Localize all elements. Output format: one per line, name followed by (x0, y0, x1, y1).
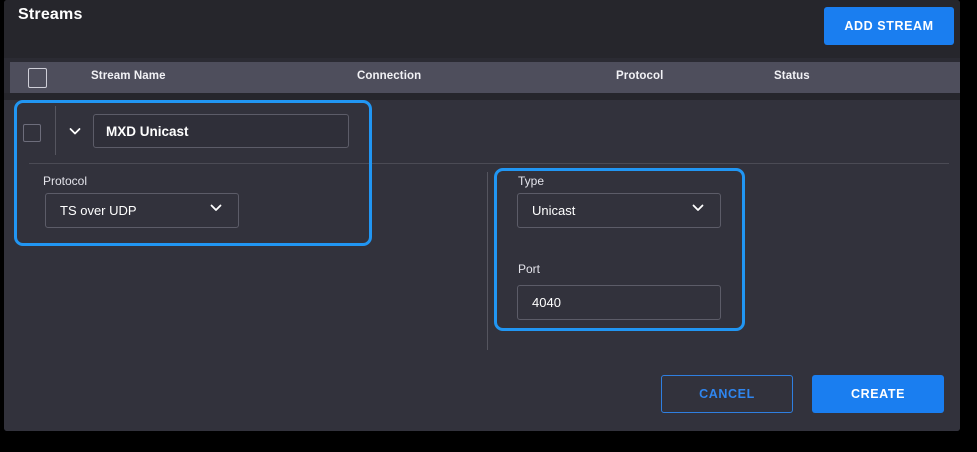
chevron-down-icon (208, 194, 224, 227)
header-gap-strip (4, 93, 960, 100)
cancel-button[interactable]: CANCEL (661, 375, 793, 413)
chevron-down-icon (690, 194, 706, 227)
column-header-protocol[interactable]: Protocol (616, 70, 664, 82)
type-select-value: Unicast (532, 203, 576, 218)
port-label: Port (518, 262, 541, 276)
create-button[interactable]: CREATE (812, 375, 944, 413)
port-input[interactable] (517, 285, 721, 320)
type-label: Type (518, 174, 545, 188)
column-header-status[interactable]: Status (774, 70, 810, 82)
stream-name-input[interactable] (93, 114, 349, 148)
row-select-checkbox[interactable] (23, 124, 41, 142)
protocol-select-value: TS over UDP (60, 203, 137, 218)
stream-edit-form (4, 100, 960, 431)
table-header-row: Stream Name Connection Protocol Status (10, 62, 960, 93)
add-stream-button[interactable]: ADD STREAM (824, 7, 954, 45)
form-column-divider (487, 172, 488, 350)
column-header-stream-name[interactable]: Stream Name (91, 70, 166, 82)
row-vertical-divider (55, 106, 56, 155)
type-select[interactable]: Unicast (517, 193, 721, 228)
panel-titlebar: Streams ADD STREAM (4, 0, 960, 58)
chevron-down-icon[interactable] (64, 120, 86, 142)
page-title: Streams (18, 6, 83, 23)
select-all-checkbox[interactable] (28, 68, 47, 88)
form-horizontal-divider (29, 163, 949, 164)
streams-panel: Streams ADD STREAM Stream Name Connectio… (4, 0, 960, 431)
column-header-connection[interactable]: Connection (357, 70, 422, 82)
protocol-select[interactable]: TS over UDP (45, 193, 239, 228)
protocol-label: Protocol (43, 174, 88, 188)
